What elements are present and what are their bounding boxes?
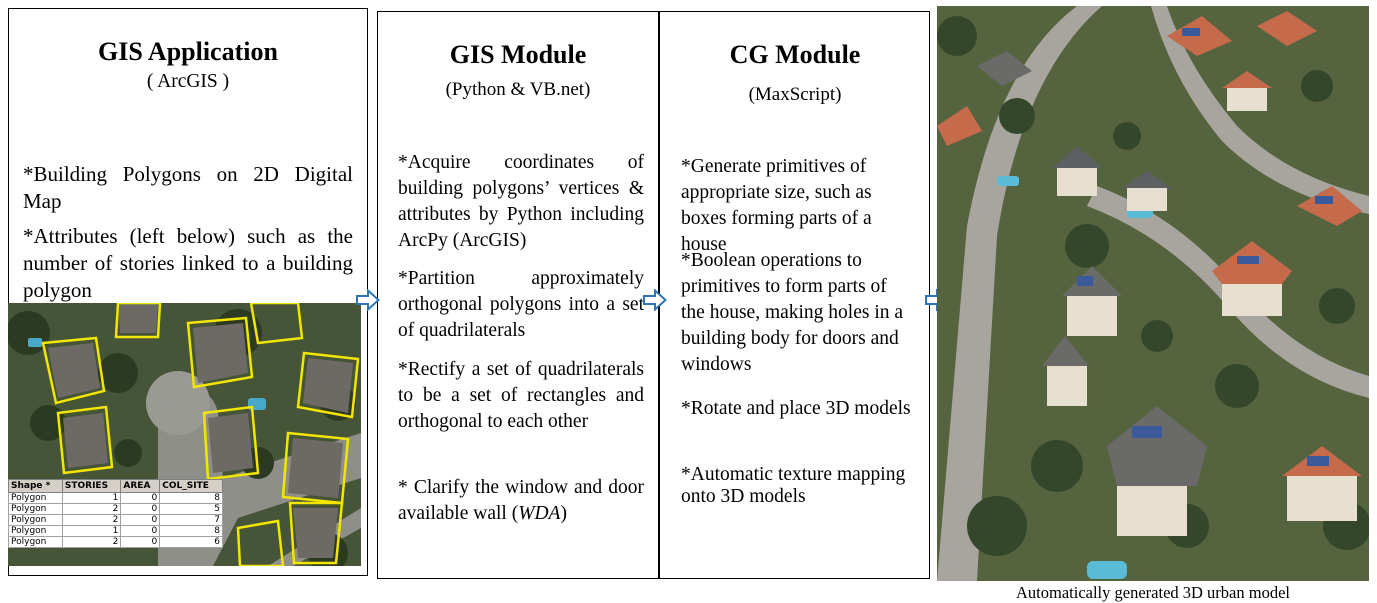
column-header[interactable]: AREA	[120, 479, 161, 493]
gis-module-column: GIS Module (Python & VB.net) *Acquire co…	[378, 12, 658, 578]
flow-arrow-icon	[356, 289, 380, 311]
column-header[interactable]: Shape *	[8, 479, 63, 493]
urban-model-image	[937, 6, 1369, 581]
table-cell: 8	[159, 492, 223, 504]
attribute-table: Shape * STORIES AREA COL_SITE Polygon 1 …	[8, 479, 223, 548]
table-cell: 0	[120, 492, 161, 504]
table-cell: 0	[120, 525, 161, 537]
table-cell: 1	[61, 492, 122, 504]
gis-module-bullet: *Rectify a set of quadrilaterals to be a…	[398, 359, 644, 432]
gis-module-bullet: *Partition approximately orthogonal poly…	[398, 268, 644, 341]
table-cell: 0	[120, 514, 161, 526]
cg-module-subtitle: (MaxScript)	[748, 84, 842, 105]
table-cell: Polygon	[8, 503, 63, 515]
gis-application-bullet: *Building Polygons on 2D Digital Map	[23, 162, 353, 213]
cg-module-column: CG Module (MaxScript) *Generate primitiv…	[660, 12, 930, 578]
table-row[interactable]: Polygon 2 0 7	[8, 514, 223, 526]
table-cell: Polygon	[8, 492, 63, 504]
gis-module-bullet-text: * Clarify the window and door available …	[398, 477, 644, 524]
3d-urban-model-graphic	[937, 6, 1369, 581]
wda-abbreviation: WDA	[518, 503, 561, 524]
table-cell: 2	[61, 536, 122, 548]
cg-module-bullet: *Rotate and place 3D models	[681, 398, 911, 419]
gis-module-bullet: *Acquire coordinates of building polygon…	[398, 152, 644, 251]
cg-module-bullet: *Generate primitives of appropriate size…	[681, 156, 872, 255]
table-cell: 0	[120, 503, 161, 515]
column-header[interactable]: STORIES	[61, 479, 122, 493]
gis-module-bullet: * Clarify the window and door available …	[398, 475, 644, 527]
table-row[interactable]: Polygon 1 0 8	[8, 525, 223, 537]
table-cell: Polygon	[8, 514, 63, 526]
table-row[interactable]: Polygon 1 0 8	[8, 492, 223, 504]
table-row[interactable]: Polygon 2 0 5	[8, 503, 223, 515]
flow-arrow-icon	[643, 289, 667, 311]
gis-module-bullet-close: )	[560, 503, 567, 524]
column-header[interactable]: COL_SITE	[159, 479, 223, 493]
gis-module-title: GIS Module	[449, 40, 587, 69]
table-row[interactable]: Polygon 2 0 6	[8, 536, 223, 548]
table-cell: Polygon	[8, 536, 63, 548]
cg-module-bullet: *Boolean operations to primitives to for…	[681, 250, 904, 375]
gis-module-subtitle: (Python & VB.net)	[445, 79, 591, 100]
gis-application-subtitle: ( ArcGIS )	[146, 71, 230, 92]
table-cell: Polygon	[8, 525, 63, 537]
table-cell: 5	[159, 503, 223, 515]
gis-application-bullet: *Attributes (left below) such as the num…	[23, 224, 353, 302]
table-cell: 0	[120, 536, 161, 548]
table-cell: 6	[159, 536, 223, 548]
gis-application-title: GIS Application	[98, 37, 278, 66]
table-cell: 2	[61, 503, 122, 515]
table-cell: 1	[61, 525, 122, 537]
figure-caption: Automatically generated 3D urban model	[1016, 583, 1290, 602]
cg-module-title: CG Module	[729, 40, 861, 69]
attribute-table-header-row: Shape * STORIES AREA COL_SITE	[8, 479, 223, 493]
table-cell: 2	[61, 514, 122, 526]
table-cell: 7	[159, 514, 223, 526]
cg-module-bullet: *Automatic texture mapping onto 3D model…	[681, 464, 906, 507]
table-cell: 8	[159, 525, 223, 537]
digital-map-image: Shape * STORIES AREA COL_SITE Polygon 1 …	[8, 303, 361, 566]
